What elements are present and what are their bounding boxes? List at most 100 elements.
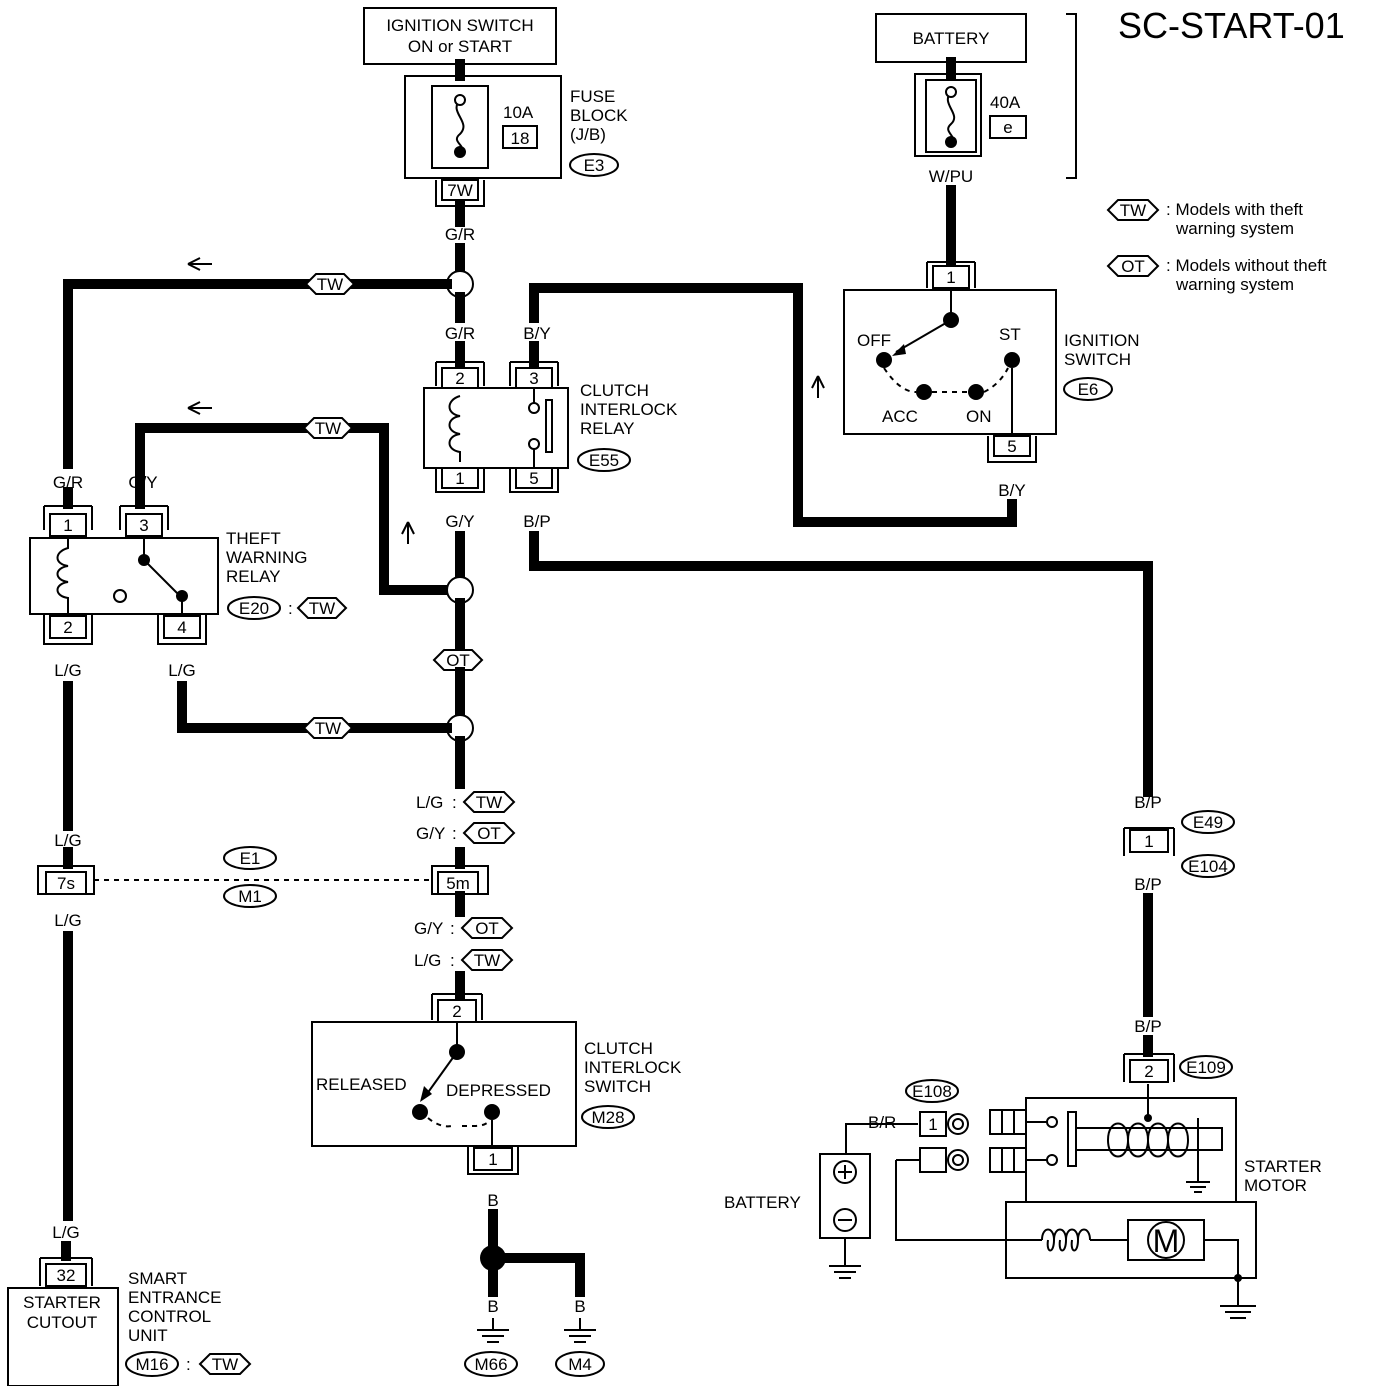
pin-7s: 7s [57, 874, 75, 893]
e108-pin-1: 1 [928, 1115, 937, 1134]
connector-m28-ellipse [581, 1105, 635, 1129]
legend-tw-desc-2: warning system [1175, 219, 1294, 238]
connector-m1-ellipse [223, 884, 277, 908]
fuse-40a-letter: e [1003, 118, 1012, 137]
cr-pin-3: 3 [529, 369, 538, 388]
clutch-switch-label-1: CLUTCH [584, 1039, 653, 1058]
tr-pin3-bracket [119, 505, 169, 530]
connector-e108: E108 [912, 1082, 952, 1101]
wire-label-lg-5: L/G [52, 1223, 79, 1242]
starter-motor-label-2: MOTOR [1244, 1176, 1307, 1195]
cs-released-label: RELEASED [316, 1075, 407, 1094]
theft-relay-label-1: THEFT [226, 529, 281, 548]
tr-pin3-box [125, 513, 163, 537]
pin-5m: 5m [446, 874, 470, 893]
connector-e55-ellipse [577, 448, 631, 472]
connector-e20-ellipse [227, 596, 281, 620]
connector-e6-ellipse [1063, 377, 1113, 401]
ign-pin5-bracket [987, 436, 1037, 463]
ground-symbol-m66 [477, 1318, 509, 1343]
e109-pin-box [1129, 1059, 1169, 1083]
tr-pin1-bracket [43, 505, 93, 530]
starter-cutout-box [7, 1287, 119, 1386]
cs-depressed-label: DEPRESSED [446, 1081, 551, 1100]
solenoid-feed-dot [1144, 1114, 1152, 1122]
ign-acc-label: ACC [882, 407, 918, 426]
connector-m4-ellipse [555, 1351, 605, 1377]
fuse-terminal-open [454, 94, 466, 106]
ot-tag-1 [432, 649, 484, 671]
su-pin-box [45, 1263, 87, 1287]
legend-tw-code: TW [1120, 201, 1146, 220]
tw-tag-5 [460, 949, 514, 971]
motor-symbol: M [1153, 1223, 1180, 1259]
e108-terminal [947, 1113, 969, 1135]
cs-pin2-bracket [431, 993, 483, 1020]
fuse-40a-outer [914, 73, 982, 157]
wire-bp-main [529, 531, 1153, 797]
tr-coil [56, 538, 69, 614]
tw-tag-4 [462, 791, 516, 813]
fuse-40a-element [946, 91, 956, 143]
connector-e109-ellipse [1179, 1055, 1233, 1079]
cr-bottom-bracket-left [435, 468, 485, 493]
ignition-power-label: IGNITION SWITCH [386, 16, 533, 35]
cs-pin1-bracket [467, 1146, 519, 1175]
connector-e20: E20 [239, 599, 269, 618]
connector-e104: E104 [1188, 857, 1228, 876]
battery-bottom-label: BATTERY [724, 1193, 801, 1212]
fuse-10a-element [455, 99, 465, 153]
battery-ground [829, 1238, 861, 1279]
cr-pin-5: 5 [529, 469, 538, 488]
tr-pin-1: 1 [63, 516, 72, 535]
wire-label-gr-2: G/R [445, 324, 475, 343]
ign-pin5-box [993, 435, 1031, 457]
wire-label-b-3: B [574, 1297, 585, 1316]
fuse-block-label-3: (J/B) [570, 125, 606, 144]
legend-tw-desc-1: : Models with theft [1166, 200, 1303, 219]
fuse-block-outline [404, 75, 562, 179]
fuse-40a-housing [925, 79, 977, 153]
cr-pin-2: 2 [455, 369, 464, 388]
connector-m28: M28 [591, 1108, 624, 1127]
battery-neg-terminal [833, 1208, 857, 1232]
wire-label-lg-3: L/G [54, 831, 81, 850]
colon-1: : [452, 793, 457, 812]
terminal-2-inner [952, 1154, 964, 1166]
plus-icon [838, 1165, 852, 1179]
starter-field-feed [895, 1160, 1042, 1241]
wire-label-bp-3: B/P [1134, 875, 1161, 894]
fuse-terminal-closed [454, 146, 466, 158]
tw-tag-3-text: TW [315, 719, 341, 738]
battery-top-label: BATTERY [913, 29, 990, 48]
colon-2: : [452, 824, 457, 843]
cs-blade [423, 1051, 458, 1099]
connector-e1-ellipse [223, 846, 277, 870]
legend-tw-tag [1106, 199, 1160, 221]
tw-tag-5-text: TW [474, 951, 500, 970]
legend-ot-tag [1106, 255, 1160, 277]
tw-tag-1 [304, 273, 356, 295]
ignition-power-label-2: ON or START [408, 37, 512, 56]
wire-b-2 [488, 1253, 585, 1297]
smart-unit-label-2: ENTRANCE [128, 1288, 222, 1307]
ot-tag-1-text: OT [446, 651, 470, 670]
wire-label-bp-2: B/P [1134, 793, 1161, 812]
tw-tag-4-text: TW [476, 793, 502, 812]
pin-5m-outer [431, 865, 489, 895]
connector-e3: E3 [584, 156, 605, 175]
ot-tag-2 [462, 822, 516, 844]
clutch-switch-box [311, 1021, 577, 1147]
refer-bracket [1066, 13, 1077, 179]
ground-symbol-m4 [564, 1318, 596, 1343]
fuse-10a-housing [431, 85, 489, 169]
pin-7w: 7W [447, 181, 473, 200]
arrow-left-2 [187, 401, 212, 415]
solenoid-contact-leads [1026, 1121, 1047, 1161]
terminal-block-2-lines [1001, 1148, 1015, 1172]
diagram-title: SC-START-01 [1118, 5, 1345, 46]
battery-pos-terminal [833, 1160, 857, 1184]
tw-tag-2 [302, 417, 354, 439]
motor-ground-symbol [1220, 1305, 1256, 1319]
